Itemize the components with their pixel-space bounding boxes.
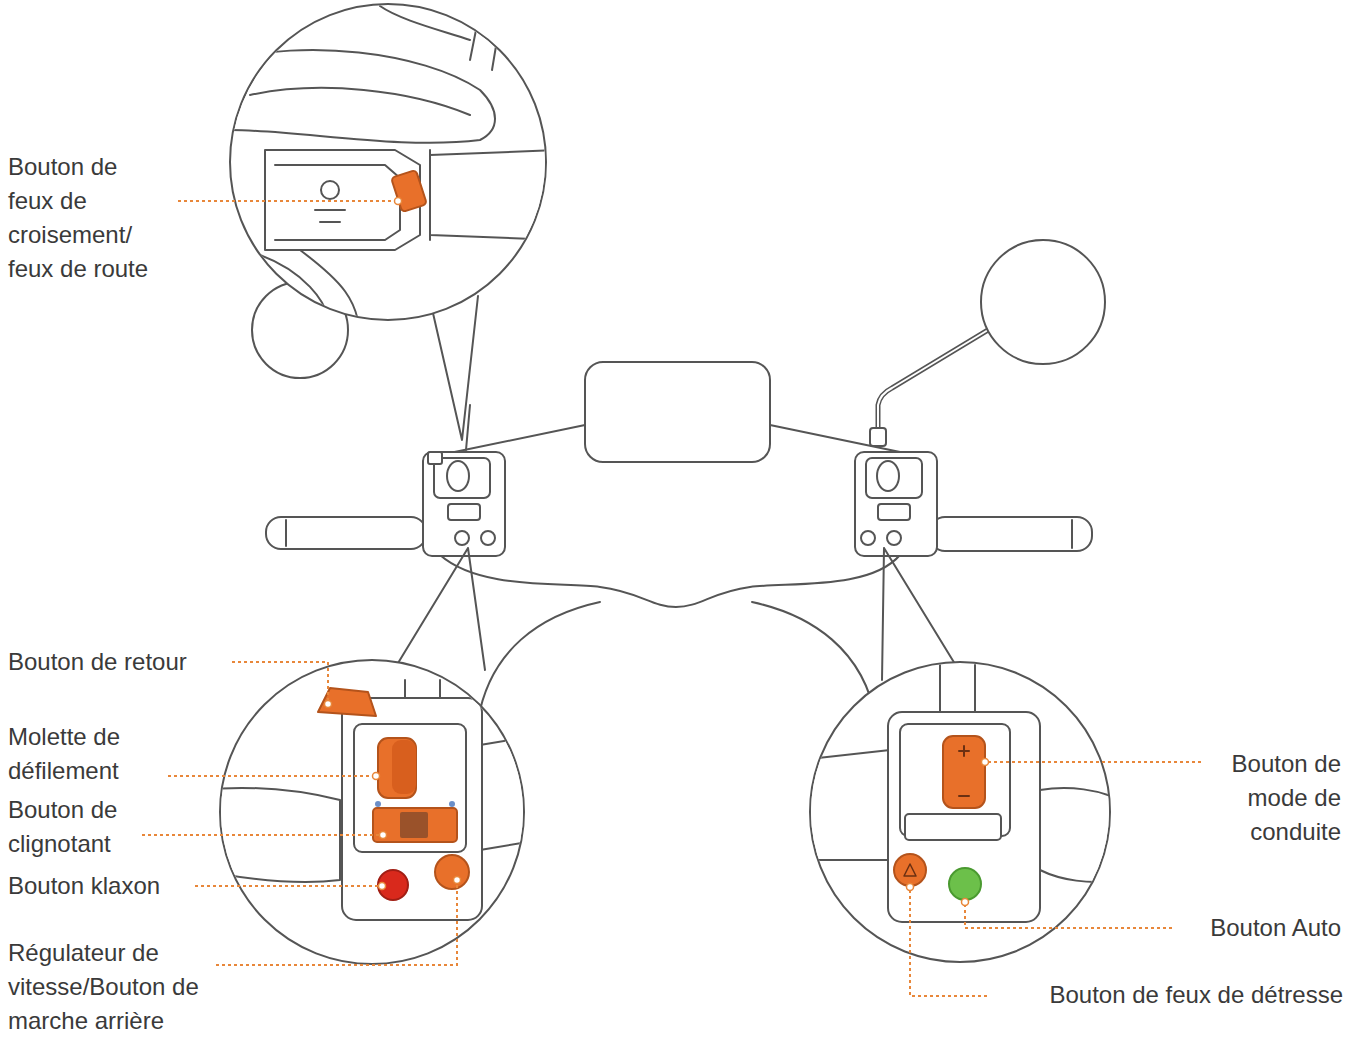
- part-label: Bouton de retour: [8, 645, 187, 679]
- dashboard: [585, 362, 770, 462]
- horn-button: [378, 870, 408, 900]
- right-mirror: [981, 240, 1105, 364]
- switch-panel: [888, 712, 1040, 922]
- turn-signal-switch: [373, 808, 457, 842]
- headlight-switch: [391, 170, 427, 212]
- part-label: Bouton de feux de croisement/ feux de ro…: [8, 150, 153, 286]
- return-button: [318, 688, 376, 716]
- leader-dots: [325, 198, 989, 906]
- leader-lines: [142, 201, 1203, 996]
- auto-button: [949, 868, 981, 900]
- part-label: Bouton klaxon: [8, 869, 160, 903]
- part-label: Bouton de clignotant: [8, 793, 158, 861]
- right-switch-housing: [855, 452, 937, 556]
- drive-mode-button: [943, 736, 985, 808]
- part-label: Bouton de feux de détresse: [1049, 978, 1343, 1012]
- part-label: Régulateur de vitesse/Bouton de marche a…: [8, 936, 248, 1038]
- right-grip: [930, 517, 1092, 551]
- part-label: Bouton Auto: [1210, 911, 1341, 945]
- left-grip: [266, 517, 426, 549]
- handlebar-drawing: [200, 4, 1120, 964]
- left-switch-housing: [423, 452, 505, 556]
- hazard-button: [894, 854, 926, 886]
- part-label: Molette de défilement: [8, 720, 158, 788]
- cruise-button: [435, 855, 469, 889]
- part-label: Bouton de mode de conduite: [1201, 747, 1341, 849]
- scroll-wheel: [378, 738, 416, 798]
